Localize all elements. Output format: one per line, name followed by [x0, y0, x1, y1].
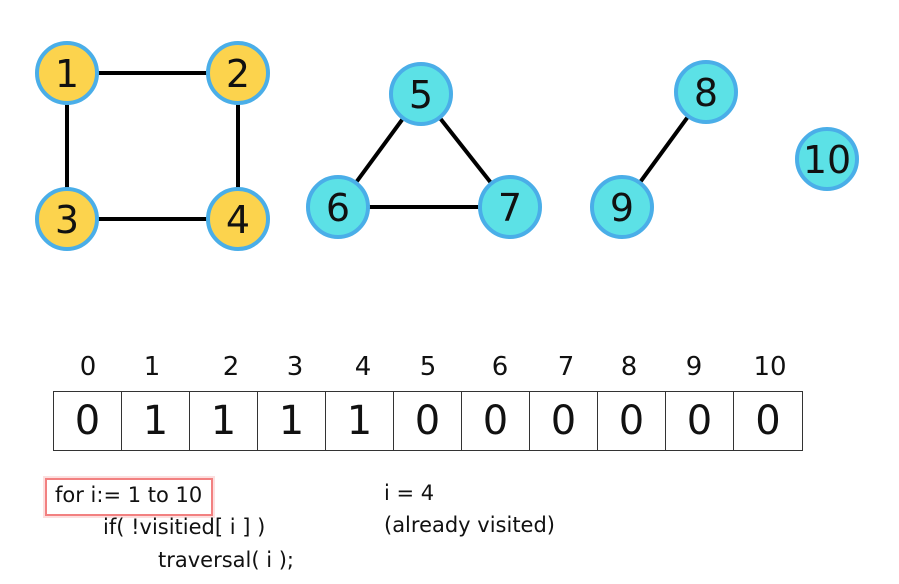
node-circle — [35, 187, 99, 251]
graph-diagram: 1 2 3 4 5 6 7 8 9 10 — [35, 41, 859, 251]
node-circle — [674, 60, 738, 124]
array-index-label: 2 — [222, 352, 240, 382]
node-circle — [35, 41, 99, 105]
node-label: 6 — [326, 186, 350, 230]
array-cell: 1 — [190, 392, 258, 450]
node-label: 9 — [610, 186, 634, 230]
array-index-label: 5 — [419, 352, 437, 382]
array-cell: 0 — [598, 392, 666, 450]
array-index-label: 7 — [557, 352, 575, 382]
visited-note-text: (already visited) — [384, 513, 556, 537]
array-cell: 0 — [54, 392, 122, 450]
code-traversal-call: traversal( i ); — [158, 548, 295, 572]
array-index-label: 10 — [753, 352, 787, 382]
node-4: 4 — [206, 187, 270, 251]
array-index-label: 9 — [685, 352, 703, 382]
node-label: 3 — [55, 198, 79, 242]
node-label: 8 — [694, 71, 718, 115]
array-cell: 1 — [122, 392, 190, 450]
array-index-label: 3 — [286, 352, 304, 382]
node-label: 10 — [803, 138, 851, 182]
node-10: 10 — [795, 127, 859, 191]
node-circle — [795, 127, 859, 191]
node-8: 8 — [674, 60, 738, 124]
array-index-label: 8 — [620, 352, 638, 382]
array-cell: 0 — [462, 392, 530, 450]
node-label: 5 — [409, 73, 433, 117]
code-for-loop: for i:= 1 to 10 — [55, 483, 203, 507]
node-9: 9 — [590, 175, 654, 239]
array-index-label: 4 — [354, 352, 372, 382]
node-label: 1 — [55, 52, 79, 96]
array-cell: 1 — [258, 392, 326, 450]
node-circle — [306, 175, 370, 239]
array-index-label: 6 — [491, 352, 509, 382]
node-2: 2 — [206, 41, 270, 105]
node-circle — [206, 41, 270, 105]
node-label: 2 — [226, 52, 250, 96]
node-1: 1 — [35, 41, 99, 105]
array-cell: 0 — [530, 392, 598, 450]
array-cell: 0 — [666, 392, 734, 450]
node-5: 5 — [389, 62, 453, 126]
array-cell: 1 — [326, 392, 394, 450]
node-label: 7 — [498, 186, 522, 230]
current-index-text: i = 4 — [384, 481, 435, 505]
code-if-condition: if( !visitied[ i ] ) — [103, 515, 266, 539]
node-3: 3 — [35, 187, 99, 251]
array-cell: 0 — [394, 392, 462, 450]
array-index-label: 1 — [143, 352, 161, 382]
node-6: 6 — [306, 175, 370, 239]
array-cell: 0 — [755, 398, 781, 444]
array-index-label: 0 — [79, 352, 97, 382]
node-label: 4 — [226, 198, 250, 242]
node-7: 7 — [478, 175, 542, 239]
node-circle — [206, 187, 270, 251]
node-circle — [389, 62, 453, 126]
current-line-highlight — [45, 478, 213, 516]
node-circle — [478, 175, 542, 239]
node-circle — [590, 175, 654, 239]
